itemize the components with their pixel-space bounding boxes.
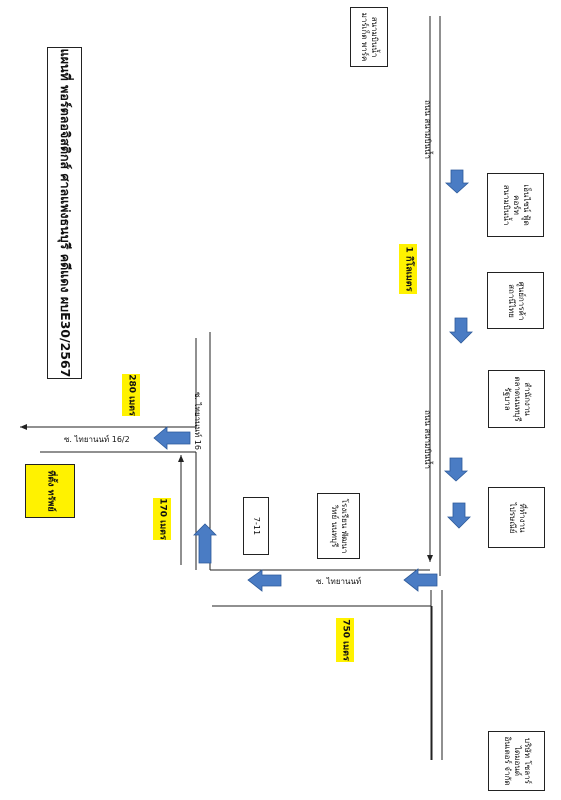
distance-170m-label: 170 เมตร xyxy=(153,498,171,540)
map-title-box: แผนที่ พอร์ตลอจิสติกส์ ศาลแพ่งธนบุรี คดี… xyxy=(47,47,82,379)
distance-280m-label: 280 เมตร xyxy=(122,374,140,416)
guide-170-arrowhead xyxy=(178,455,184,462)
arrow-left-3 xyxy=(153,426,191,450)
road-label-soi16: ซ. ไทยานนท์ 16 xyxy=(193,392,202,450)
road-label-main-top: ถนน สนามบินน้ำ xyxy=(423,100,432,159)
place-7-eleven: 7-11 xyxy=(243,497,269,555)
road-label-main-mid: ถนน สนามบินน้ำ xyxy=(423,410,432,469)
arrow-up-1 xyxy=(193,523,217,564)
arrow-down-4 xyxy=(447,502,471,529)
arrow-down-2 xyxy=(449,317,473,344)
place-company: บริษัท โซลาร์ไดมอนด์ อินเตอร์ จำกัด xyxy=(488,731,545,791)
map-title: แผนที่ พอร์ตลอจิสติกส์ ศาลแพ่งธนบุรี คดี… xyxy=(57,48,73,378)
arrow-left-2 xyxy=(247,569,282,592)
place-airport-market: สนามบินน้ำ มาร์เก็ต พาร์ค xyxy=(350,7,388,67)
place-school: โรงเรียน พัฒนาวิทย์ นนทบุรี xyxy=(317,493,360,559)
guide-1km-arrowhead xyxy=(427,555,433,562)
place-shopping-center: ศูนย์การค้า สถานีไทย xyxy=(487,272,544,329)
arrow-left-1 xyxy=(403,568,438,592)
road-label-soi16-2: ซ. ไทยานนท์ 16/2 xyxy=(64,435,130,444)
arrow-down-3 xyxy=(443,457,469,482)
distance-750m-label: 750 เมตร xyxy=(336,618,354,662)
road-label-soi: ซ. ไทยานนท์ xyxy=(316,577,362,586)
place-food-court: เอ็นไซน์ ฟู้ดคอร์ท สนามบินน้ำ xyxy=(487,173,544,237)
place-post-office: ที่ทำงาน ไปรษณีย์ xyxy=(488,487,545,548)
distance-1km-label: 1 กิโลเมตร xyxy=(399,244,417,294)
arrow-down-1 xyxy=(444,169,470,194)
target-property-box: ที่ตั้ง ทรัพย์ xyxy=(25,464,75,518)
place-government-office: สำนักงาน ตลาดนนทบุรี รัฐบาล xyxy=(488,370,545,428)
soi16-2-arrowhead xyxy=(20,424,27,430)
